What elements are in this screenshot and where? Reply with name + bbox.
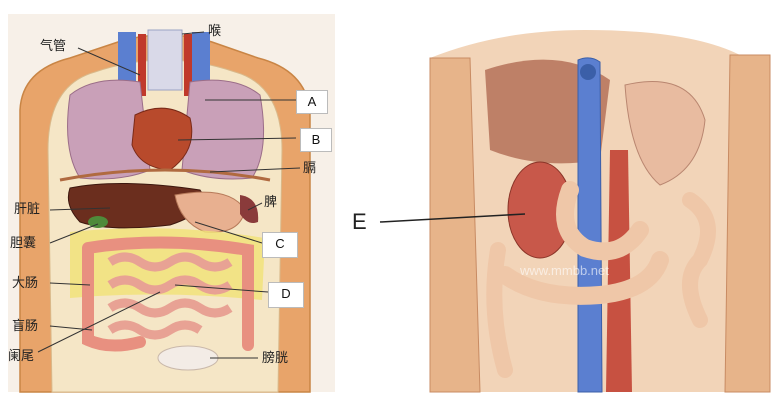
- label-appendix: 阑尾: [8, 350, 34, 363]
- right-abdomen-diagram: www.mmbb.net: [380, 30, 770, 392]
- label-cecum: 盲肠: [12, 320, 38, 333]
- vena-cava-top: [580, 64, 596, 80]
- label-large-intestine: 大肠: [12, 277, 38, 290]
- bladder-shape: [158, 346, 218, 370]
- left-torso-diagram: [8, 14, 335, 392]
- watermark-text: www.mmbb.net: [519, 263, 609, 278]
- label-larynx: 喉: [208, 25, 221, 38]
- label-trachea: 气管: [40, 40, 66, 53]
- label-gallbladder: 胆囊: [10, 237, 36, 250]
- right-lung: [182, 80, 264, 179]
- marker-d: D: [268, 282, 304, 308]
- gallbladder-shape: [88, 216, 108, 228]
- marker-b: B: [300, 128, 332, 152]
- aorta: [606, 150, 632, 392]
- label-bladder: 膀胱: [262, 352, 288, 365]
- marker-c: C: [262, 232, 298, 258]
- vena-cava: [578, 58, 602, 392]
- label-diaphragm: 膈: [303, 162, 316, 175]
- label-spleen: 脾: [264, 196, 277, 209]
- label-liver: 肝脏: [14, 203, 40, 216]
- marker-a: A: [296, 90, 328, 114]
- right-abdominal-wall: [725, 55, 770, 392]
- trachea-shape: [148, 30, 182, 90]
- marker-e: E: [352, 211, 367, 233]
